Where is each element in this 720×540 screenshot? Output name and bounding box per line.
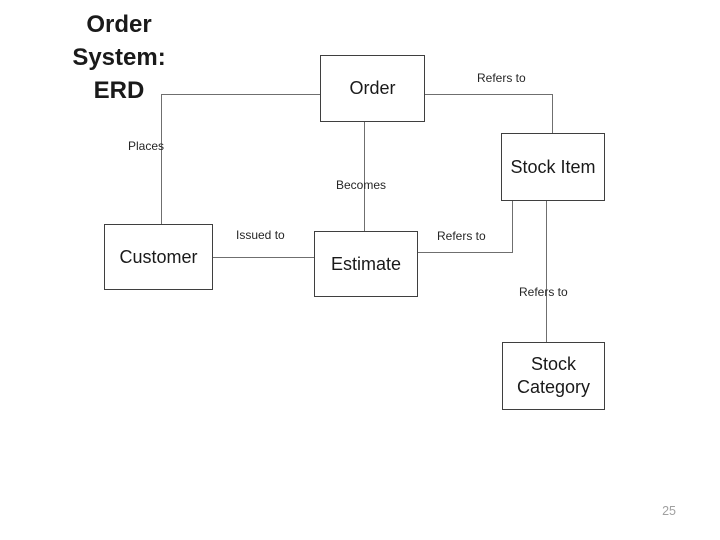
connector-estimate-stockitem-horizontal (418, 252, 513, 254)
relationship-label-issued-to: Issued to (236, 228, 285, 242)
entity-estimate: Estimate (314, 231, 418, 297)
connector-issuedto-horizontal (213, 257, 314, 259)
page-number: 25 (662, 504, 676, 518)
entity-customer: Customer (104, 224, 213, 290)
entity-stock-item-label: Stock Item (510, 156, 596, 177)
slide-title-line1: Order System: (72, 11, 166, 71)
relationship-label-estimate-refers-to: Refers to (437, 229, 486, 243)
entity-order: Order (320, 55, 425, 122)
connector-order-stockitem-vertical (552, 94, 554, 134)
relationship-label-becomes: Becomes (336, 178, 387, 192)
entity-stock-category: Stock Category (502, 342, 605, 410)
connector-becomes-vertical (364, 122, 366, 231)
entity-estimate-label: Estimate (330, 253, 402, 274)
connector-places-vertical (161, 94, 163, 224)
relationship-label-order-refers-to: Refers to (477, 71, 526, 85)
connector-stockitem-stockcategory-vertical (546, 200, 548, 342)
connector-places-horizontal (161, 94, 320, 96)
connector-estimate-stockitem-vertical (512, 200, 514, 253)
relationship-label-stockitem-refers-to: Refers to (519, 285, 568, 299)
relationship-label-places: Places (128, 139, 165, 153)
entity-stock-category-label: Stock Category (516, 354, 591, 397)
entity-stock-item: Stock Item (501, 133, 605, 201)
slide-title: Order System: ERD (38, 8, 200, 107)
connector-order-stockitem-horizontal (425, 94, 553, 96)
slide-title-line2: ERD (93, 77, 145, 104)
entity-customer-label: Customer (119, 246, 198, 267)
entity-order-label: Order (349, 78, 396, 98)
